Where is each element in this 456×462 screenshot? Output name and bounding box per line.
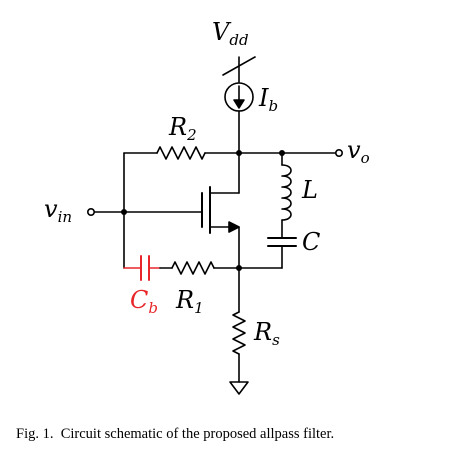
resistor-r1 bbox=[159, 261, 242, 275]
c-label: C bbox=[302, 228, 320, 256]
mosfet-transistor bbox=[201, 152, 240, 269]
rs-label: Rs bbox=[253, 318, 280, 349]
resistor-r2 bbox=[123, 146, 240, 160]
figure-number: Fig. 1. bbox=[16, 426, 54, 442]
capacitor-c bbox=[238, 237, 297, 269]
r2-label: R2 bbox=[168, 113, 197, 144]
ib-label: Ib bbox=[258, 84, 278, 115]
resistor-rs bbox=[232, 267, 246, 383]
cb-label: Cb bbox=[130, 286, 158, 317]
vin-label: vin bbox=[44, 195, 72, 226]
l-label: L bbox=[301, 176, 318, 204]
vdd-label: Vdd bbox=[212, 18, 249, 49]
output-wire bbox=[236, 149, 343, 158]
caption-text: Circuit schematic of the proposed allpas… bbox=[60, 426, 335, 442]
current-source-ib bbox=[224, 82, 254, 154]
inductor-l bbox=[281, 152, 292, 239]
ground-symbol bbox=[229, 381, 249, 395]
vo-label: vo bbox=[347, 136, 370, 167]
r1-label: R1 bbox=[175, 286, 204, 317]
figure-caption: Fig. 1. Circuit schematic of the propose… bbox=[16, 426, 446, 443]
circuit-schematic: Vdd Ib R2 vo vin bbox=[44, 18, 370, 395]
capacitor-cb bbox=[123, 255, 161, 281]
vdd-supply bbox=[222, 56, 256, 83]
input-wire bbox=[87, 152, 203, 269]
